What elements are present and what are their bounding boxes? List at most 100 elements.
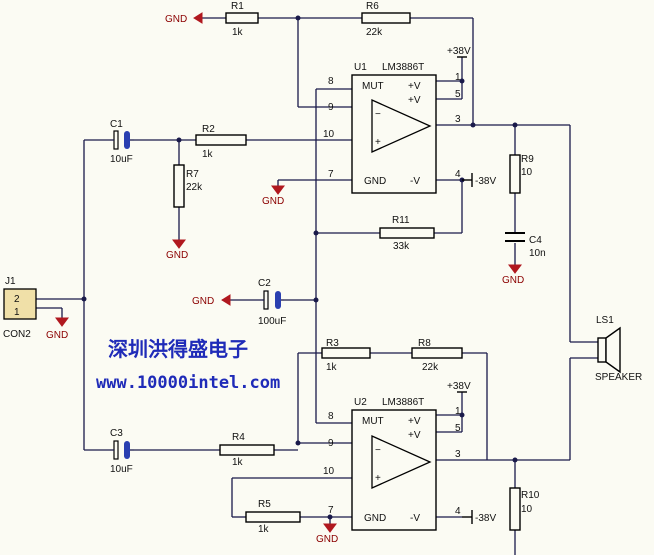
gnd-label-top: GND [165,14,187,25]
r5-body [245,511,301,523]
u1-pin8: 8 [328,76,334,87]
r7-label: R7 [186,169,199,180]
gnd-label-c4: GND [502,275,524,286]
c4-label: C4 [529,235,542,246]
r9-label: R9 [521,154,534,165]
c1-label: C1 [110,119,123,130]
r2-value: 1k [202,149,214,160]
u2-pin8: 8 [328,411,334,422]
j1-pin2: 2 [14,294,20,305]
gnd-u1-arrow [271,185,285,195]
ls1-label: LS1 [596,315,614,326]
u1-pin7: 7 [328,169,334,180]
minus38-u2: -38V [475,513,496,524]
j1-connector [3,288,37,320]
r5-label: R5 [258,499,271,510]
u1-label: U1 [354,62,367,73]
u2-pin5: 5 [455,423,461,434]
u2-part: LM3886T [382,397,424,408]
r9-body [509,154,521,194]
r4-value: 1k [232,457,244,468]
r11-value: 33k [393,241,410,252]
u1-pin3: 3 [455,114,461,125]
u1-pin5: 5 [455,89,461,100]
r8-body [411,347,463,359]
u1-pin10: 10 [323,129,335,140]
r6-label: R6 [366,1,379,12]
u2-pin3: 3 [455,449,461,460]
c2-symbol [262,290,284,310]
speaker-symbol [597,326,621,374]
speaker-label: SPEAKER [595,372,642,383]
r11-body [379,227,435,239]
c3-label: C3 [110,428,123,439]
u2-label: U2 [354,397,367,408]
gnd-c4-arrow [508,264,522,274]
gnd-j1-arrow [55,317,69,327]
u2-amp [351,409,437,531]
u2-pin10: 10 [323,466,335,477]
r6-body [361,12,411,24]
u1-pin9: 9 [328,102,334,113]
r3-body [321,347,371,359]
gnd-label-r7: GND [166,250,188,261]
ground-symbols [55,12,522,533]
c1-value: 10uF [110,154,133,165]
u1-mut: MUT [362,81,384,92]
u1-pin4: 4 [455,169,461,180]
u2-pin9: 9 [328,438,334,449]
u2-mut: MUT [362,416,384,427]
r2-body [195,134,247,146]
u1-part: LM3886T [382,62,424,73]
gnd-label-j1: GND [46,330,68,341]
r1-label: R1 [231,1,244,12]
u1-plus: + [375,137,381,148]
j1-con2: CON2 [3,329,31,340]
labels: GND R1 1k R6 22k +38V U1 LM3886T MUT +V … [3,1,642,545]
u2-pin1: 1 [455,406,461,417]
u2-pv1: +V [408,416,421,427]
gnd-u2-arrow [323,523,337,533]
r10-value: 10 [521,504,533,515]
minus38-u1: -38V [475,176,496,187]
u1-pv1: +V [408,81,421,92]
u2-pin7: 7 [328,505,334,516]
gnd-label-u2: GND [316,534,338,545]
r9-value: 10 [521,167,533,178]
j1-pin1: 1 [14,307,20,318]
watermark-url: www.10000intel.com [96,373,280,393]
u1-nv: -V [410,176,420,187]
watermark: 深圳洪得盛电子 www.10000intel.com [96,337,280,393]
r4-body [219,444,275,456]
gnd-top-arrow [193,12,203,24]
gnd-label-c2: GND [192,296,214,307]
u1-amp [351,74,437,194]
c3-symbol [110,440,134,460]
gnd-r7-arrow [172,239,186,249]
capacitors [110,130,525,460]
u2-pv2: +V [408,430,421,441]
gnd-c2-arrow [221,294,231,306]
watermark-company: 深圳洪得盛电子 [108,337,248,361]
r4-label: R4 [232,432,245,443]
c4-value: 10n [529,248,546,259]
u2-gnd: GND [364,513,386,524]
r3-label: R3 [326,338,339,349]
c3-value: 10uF [110,464,133,475]
r10-body [509,487,521,531]
u2-plus: + [375,473,381,484]
c2-value: 100uF [258,316,286,327]
plus38-u2: +38V [447,381,471,392]
u1-pv2: +V [408,95,421,106]
c1-symbol [110,130,134,150]
r11-label: R11 [392,215,410,226]
r7-value: 22k [186,182,203,193]
r8-value: 22k [422,362,439,373]
r8-label: R8 [418,338,431,349]
u1-gnd: GND [364,176,386,187]
r6-value: 22k [366,27,383,38]
u2-pin4: 4 [455,506,461,517]
r3-value: 1k [326,362,338,373]
r7-body [173,164,185,208]
